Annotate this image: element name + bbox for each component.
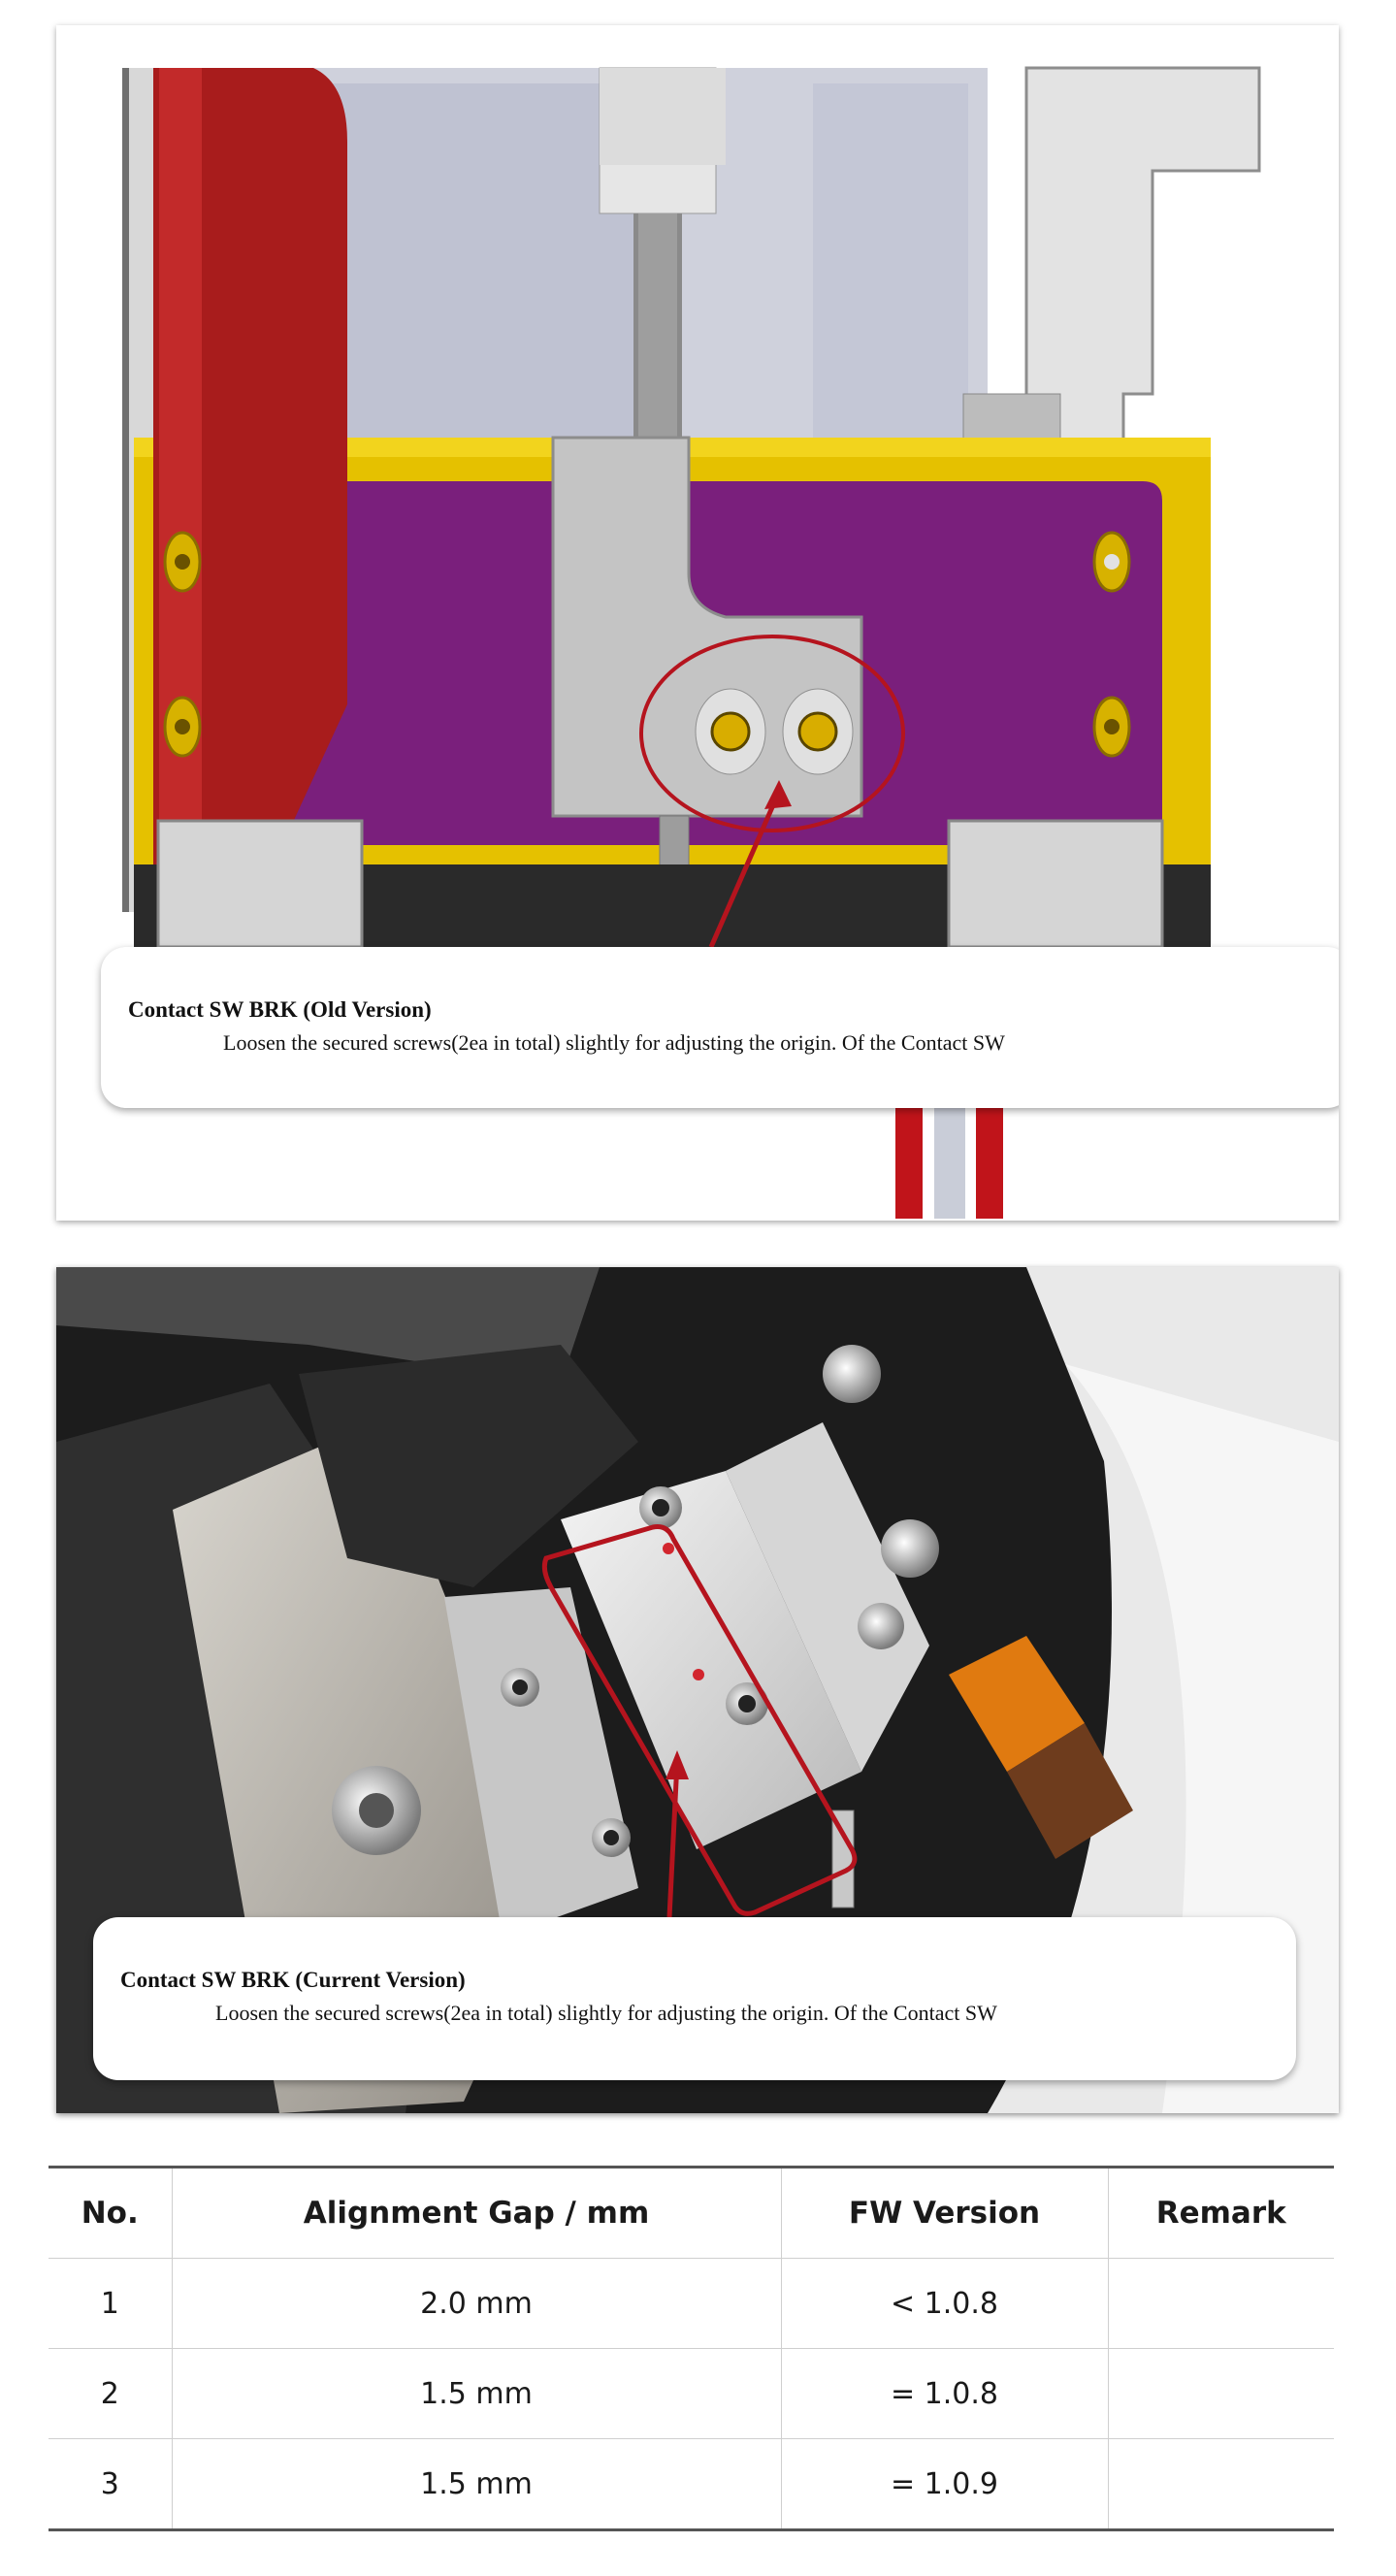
- alignment-gap-table: No. Alignment Gap / mm FW Version Remark…: [49, 2166, 1334, 2531]
- callout-title: Contact SW BRK (Current Version): [120, 1968, 466, 1992]
- callout-description: Loosen the secured screws(2ea in total) …: [223, 1030, 1005, 1055]
- cell-fw-version: < 1.0.8: [781, 2258, 1109, 2349]
- old-version-figure: Contact SW BRK (Old Version) Loosen the …: [56, 25, 1339, 1221]
- cell-remark: [1108, 2348, 1334, 2439]
- old-version-callout: Contact SW BRK (Old Version) Loosen the …: [101, 947, 1339, 1108]
- header-remark: Remark: [1108, 2167, 1334, 2259]
- callout-description: Loosen the secured screws(2ea in total) …: [215, 2001, 997, 2025]
- cell-fw-version: = 1.0.9: [781, 2438, 1109, 2530]
- cell-alignment-gap: 1.5 mm: [172, 2348, 782, 2439]
- cell-remark: [1108, 2258, 1334, 2349]
- header-no: No.: [49, 2167, 173, 2259]
- cell-no: 2: [49, 2348, 173, 2439]
- cell-no: 3: [49, 2438, 173, 2530]
- callout-title: Contact SW BRK (Old Version): [128, 997, 432, 1022]
- cell-no: 1: [49, 2258, 173, 2349]
- table-row: 2 1.5 mm = 1.0.8: [49, 2348, 1334, 2439]
- cell-alignment-gap: 1.5 mm: [172, 2438, 782, 2530]
- cell-remark: [1108, 2438, 1334, 2530]
- header-alignment-gap: Alignment Gap / mm: [172, 2167, 782, 2259]
- table-row: 1 2.0 mm < 1.0.8: [49, 2258, 1334, 2349]
- current-version-figure: Contact SW BRK (Current Version) Loosen …: [56, 1267, 1339, 2113]
- cell-fw-version: = 1.0.8: [781, 2348, 1109, 2439]
- cad-rendering: [56, 25, 1339, 1221]
- cell-alignment-gap: 2.0 mm: [172, 2258, 782, 2349]
- current-version-callout: Contact SW BRK (Current Version) Loosen …: [93, 1917, 1296, 2080]
- header-fw-version: FW Version: [781, 2167, 1109, 2259]
- table-row: 3 1.5 mm = 1.0.9: [49, 2438, 1334, 2530]
- table-header-row: No. Alignment Gap / mm FW Version Remark: [49, 2167, 1334, 2259]
